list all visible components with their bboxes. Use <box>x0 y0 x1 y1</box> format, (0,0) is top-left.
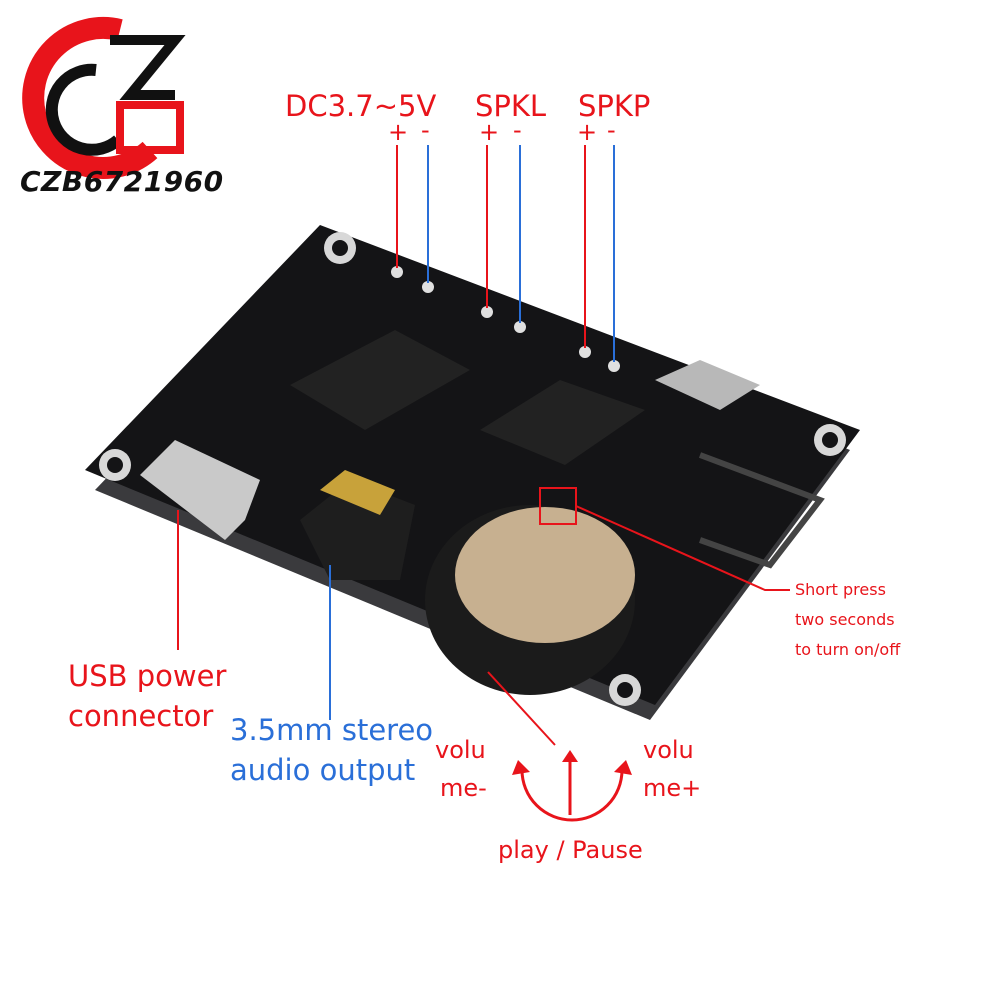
sign-spkp-minus: - <box>607 116 616 144</box>
volume-arrows <box>512 750 632 822</box>
sign-power-plus: + <box>388 118 409 146</box>
label-volminus-line2: me- <box>440 774 487 802</box>
label-short-line1: Short press <box>795 580 886 599</box>
logo-text: CZB6721960 <box>20 165 224 198</box>
label-volminus-line1: volu <box>435 736 486 764</box>
label-audio-line1: 3.5mm stereo <box>230 713 434 747</box>
sign-spkp-plus: + <box>577 118 598 146</box>
sign-power-minus: - <box>421 116 430 144</box>
label-short-line3: to turn on/off <box>795 640 901 659</box>
sign-spkl-minus: - <box>513 116 522 144</box>
label-usb-line1: USB power <box>68 659 227 693</box>
pin-leads <box>396 145 615 362</box>
label-spkp: SPKP <box>578 89 651 123</box>
label-play-pause: play / Pause <box>498 836 643 864</box>
label-spkl: SPKL <box>475 89 547 123</box>
label-usb-line2: connector <box>68 699 214 733</box>
label-power: DC3.7~5V <box>285 89 437 123</box>
label-volplus-line1: volu <box>643 736 694 764</box>
sign-spkl-plus: + <box>479 118 500 146</box>
label-short-line2: two seconds <box>795 610 895 629</box>
pointer-lines <box>177 487 790 746</box>
label-audio-line2: audio output <box>230 753 416 787</box>
label-volplus-line2: me+ <box>643 774 702 802</box>
logo-mark <box>22 17 186 179</box>
pcb-board <box>85 225 860 720</box>
